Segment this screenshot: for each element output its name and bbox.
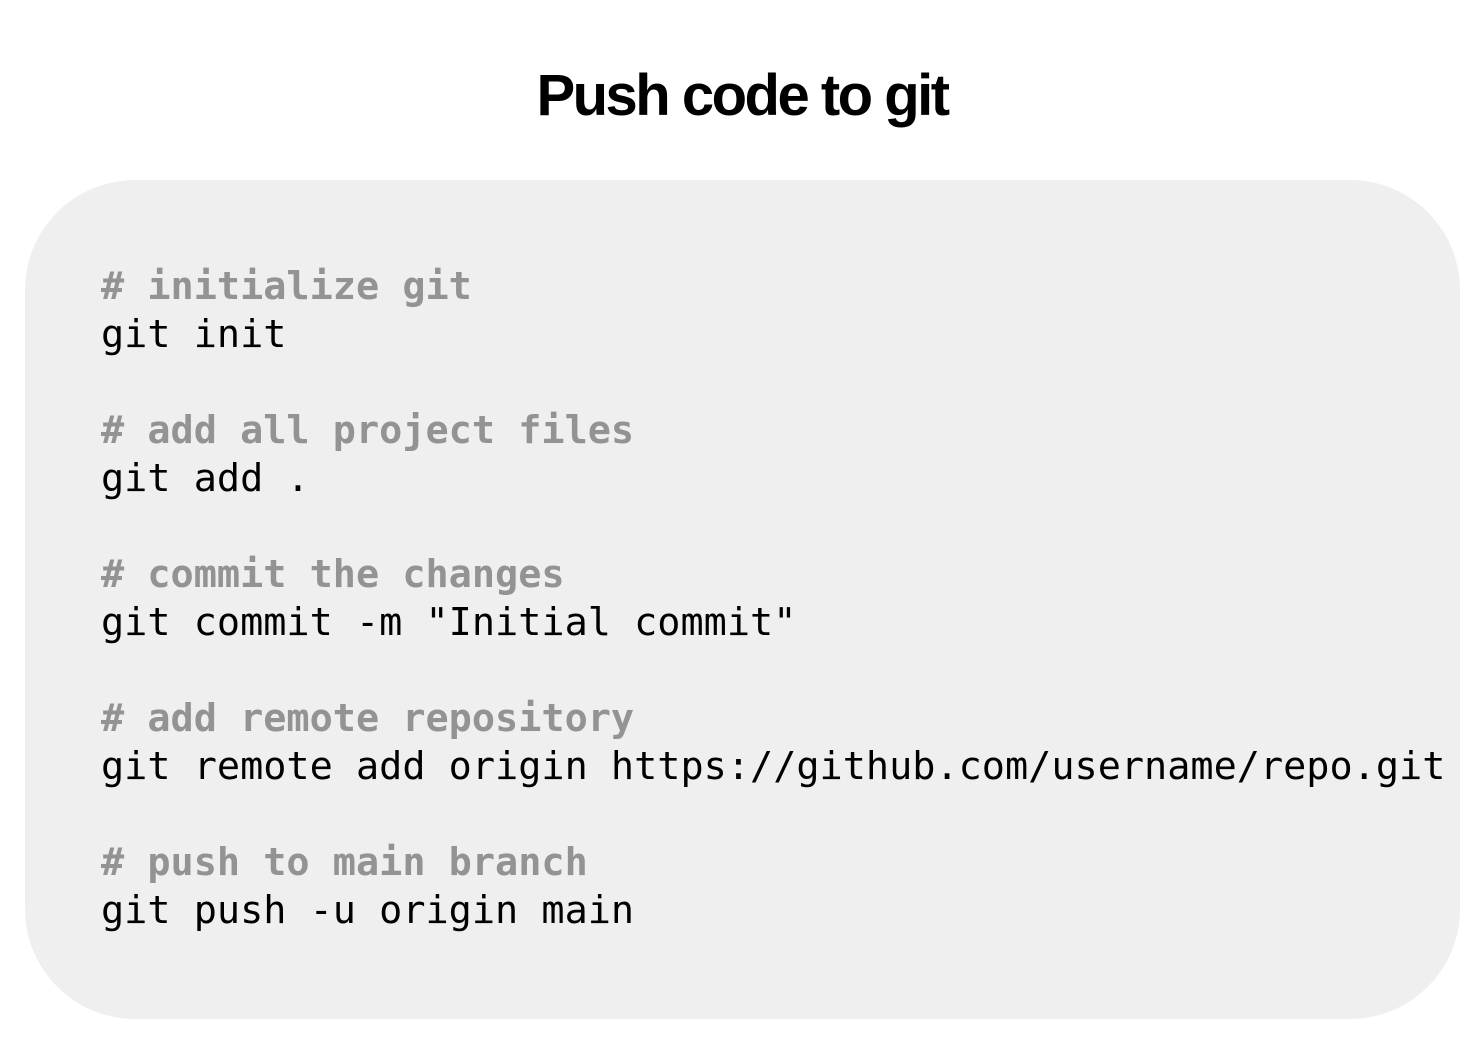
code-blank-line — [101, 359, 1445, 407]
code-blank-line — [101, 647, 1445, 695]
code-comment: # push to main branch — [101, 840, 588, 885]
code-command: git remote add origin https://github.com… — [101, 744, 1446, 789]
code-command: git commit -m "Initial commit" — [101, 600, 797, 645]
code-comment: # add remote repository — [101, 696, 635, 741]
code-command: git add . — [101, 456, 310, 501]
code-command: git init — [101, 312, 287, 357]
code-command: git push -u origin main — [101, 888, 635, 933]
code-blank-line — [101, 791, 1445, 839]
page-title: Push code to git — [536, 63, 950, 128]
code-comment: # commit the changes — [101, 552, 565, 597]
code-comment: # add all project files — [101, 408, 635, 453]
code-blank-line — [101, 503, 1445, 551]
code-block-card — [25, 180, 1460, 1019]
code-comment: # initialize git — [101, 264, 472, 309]
